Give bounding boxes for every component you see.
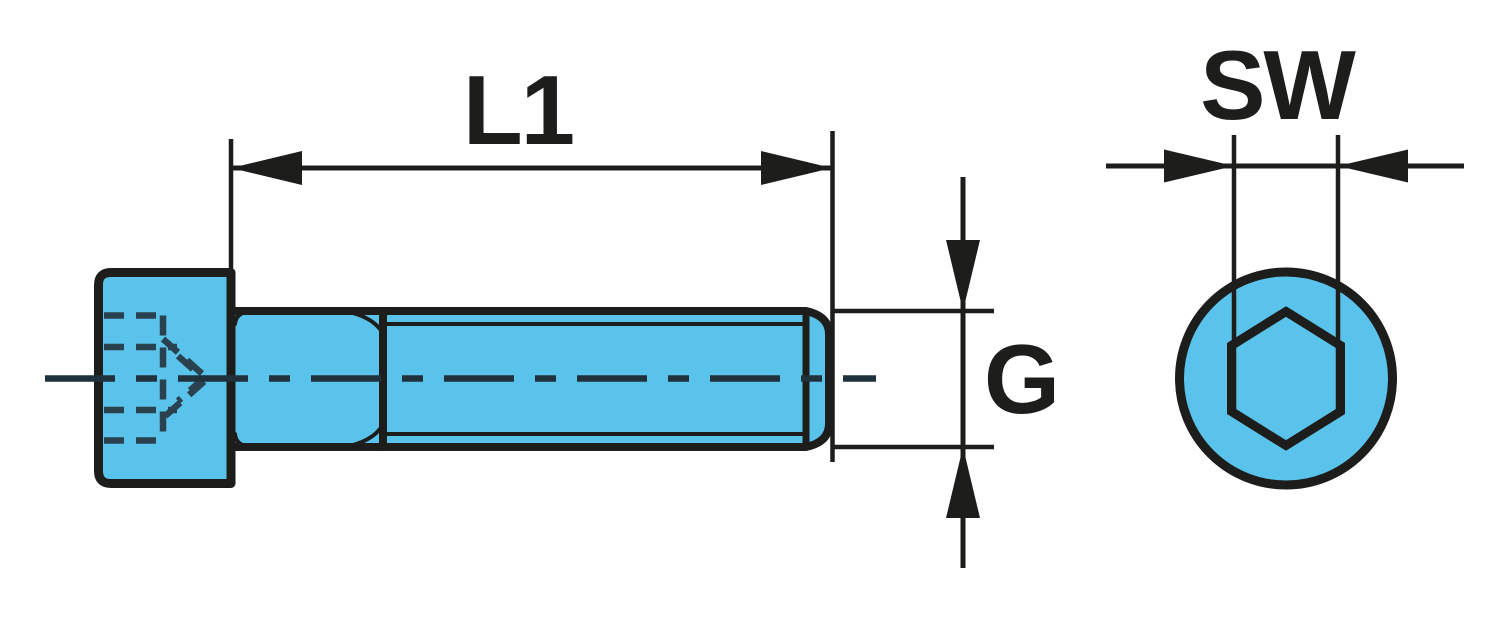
hex-socket-outline	[1227, 306, 1345, 451]
l1-dimension-label: L1	[463, 55, 573, 165]
dimension-sw: SW	[1106, 30, 1464, 410]
drill-cone-outline	[160, 336, 213, 421]
head-circle	[1175, 267, 1397, 490]
neck-fillet-bottom	[233, 432, 254, 449]
side-view	[45, 268, 876, 488]
thread-runout-top	[351, 311, 384, 334]
l1-arrowhead-right	[761, 151, 832, 185]
l1-arrowhead-left	[231, 151, 302, 185]
neck-fillet-top	[233, 309, 254, 326]
sw-dimension-label: SW	[1200, 30, 1356, 140]
end-view	[1175, 267, 1397, 490]
sw-arrowhead-left	[1164, 149, 1234, 183]
thread-runout-bottom	[351, 424, 384, 447]
screw-head	[94, 268, 236, 488]
dimension-l1: L1	[228, 55, 835, 462]
dimension-g: G	[834, 177, 1060, 568]
sw-arrowhead-right	[1338, 149, 1408, 183]
g-arrowhead-top	[946, 240, 980, 311]
g-dimension-label: G	[984, 324, 1058, 434]
g-arrowhead-bottom	[946, 447, 980, 518]
